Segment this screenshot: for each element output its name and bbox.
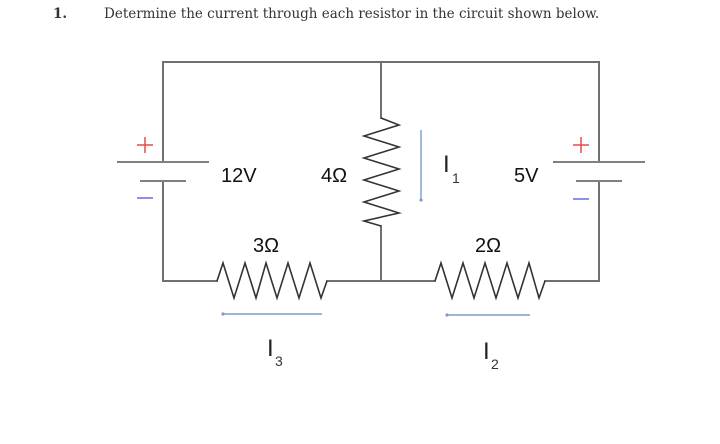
wire-bottom-left <box>162 180 218 282</box>
battery-left-plus-icon <box>137 137 153 153</box>
current-i3-subscript: 3 <box>275 353 283 369</box>
battery-right-label: 5V <box>514 165 539 187</box>
current-i2: I 2 <box>445 313 530 372</box>
current-i1-subscript: 1 <box>452 170 460 186</box>
resistor-bottom-left-zigzag <box>216 260 328 301</box>
question-number: 1. <box>53 6 68 22</box>
question-text: Determine the current through each resis… <box>104 6 600 22</box>
battery-right: 5V <box>514 137 645 200</box>
current-i1: I 1 <box>419 130 460 202</box>
current-i3-symbol: I <box>267 335 274 362</box>
current-i1-arrowhead-icon <box>419 198 423 202</box>
current-i2-symbol: I <box>483 338 490 365</box>
current-i3-arrowhead-icon <box>221 312 225 316</box>
resistor-bottom-right: 2Ω <box>434 235 546 301</box>
resistor-bottom-right-zigzag <box>434 260 546 301</box>
battery-left-label: 12V <box>221 165 257 187</box>
battery-left: 12V <box>117 137 257 199</box>
resistor-bottom-left-label: 3Ω <box>253 235 279 257</box>
battery-right-plus-icon <box>573 137 589 153</box>
current-i2-arrowhead-icon <box>445 313 449 317</box>
wire-bottom-right <box>544 180 600 282</box>
resistor-middle: 4Ω <box>321 117 403 227</box>
resistor-bottom-left: 3Ω <box>216 235 328 301</box>
resistor-middle-zigzag <box>360 117 403 227</box>
resistor-middle-label: 4Ω <box>321 165 347 187</box>
question: 1. Determine the current through each res… <box>53 6 599 22</box>
current-i1-symbol: I <box>443 151 450 178</box>
current-i3: I 3 <box>221 312 322 369</box>
current-i2-subscript: 2 <box>491 356 499 372</box>
resistor-bottom-right-label: 2Ω <box>475 235 501 257</box>
wires <box>162 61 600 282</box>
